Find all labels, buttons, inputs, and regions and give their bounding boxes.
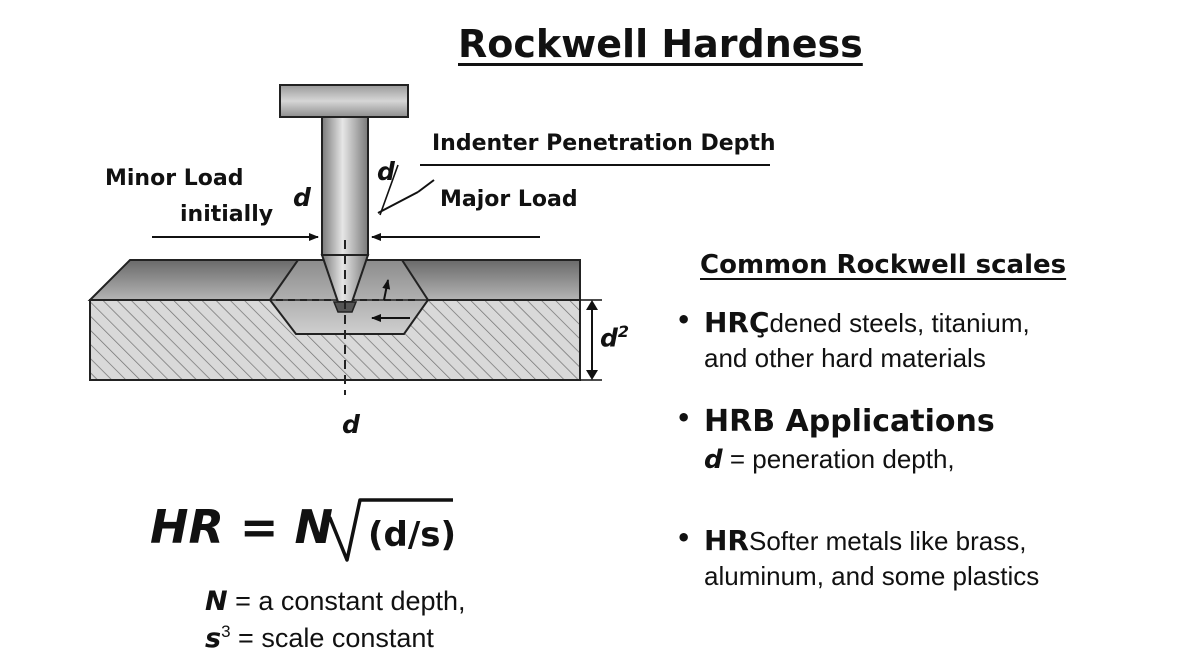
label-minor-load: Minor Load [105, 166, 244, 191]
scale-item-hrc: • HRÇdened steels, titanium, and other h… [676, 306, 1030, 373]
formula-argument: (d/s) [368, 515, 457, 555]
label-d-bottom: d [342, 410, 360, 439]
radical-sign [320, 498, 453, 562]
bullet-icon: • [676, 524, 692, 552]
definition-s: s3 = scale constant [205, 622, 434, 654]
definition-n: N = a constant depth, [205, 586, 466, 617]
page-title: Rockwell Hardness [458, 22, 863, 66]
label-major-load: Major Load [440, 187, 578, 212]
bullet-icon: • [676, 306, 692, 334]
indenter-shaft [321, 116, 369, 256]
formula-lhs: HR = N [150, 500, 333, 554]
bullet-icon: • [676, 404, 692, 432]
label-d-top: d [377, 157, 395, 186]
indenter-cap [279, 84, 409, 118]
scale-item-hrb: • HRB Applications d = peneration depth, [676, 404, 995, 475]
label-indenter-penetration-depth: Indenter Penetration Depth [432, 131, 776, 156]
label-d2: d2 [600, 322, 630, 353]
label-d-left: d [293, 183, 311, 212]
label-initially: initially [180, 202, 274, 227]
scale-item-hr: • HRSofter metals like brass, aluminum, … [676, 524, 1040, 591]
scales-heading: Common Rockwell scales [700, 250, 1067, 280]
